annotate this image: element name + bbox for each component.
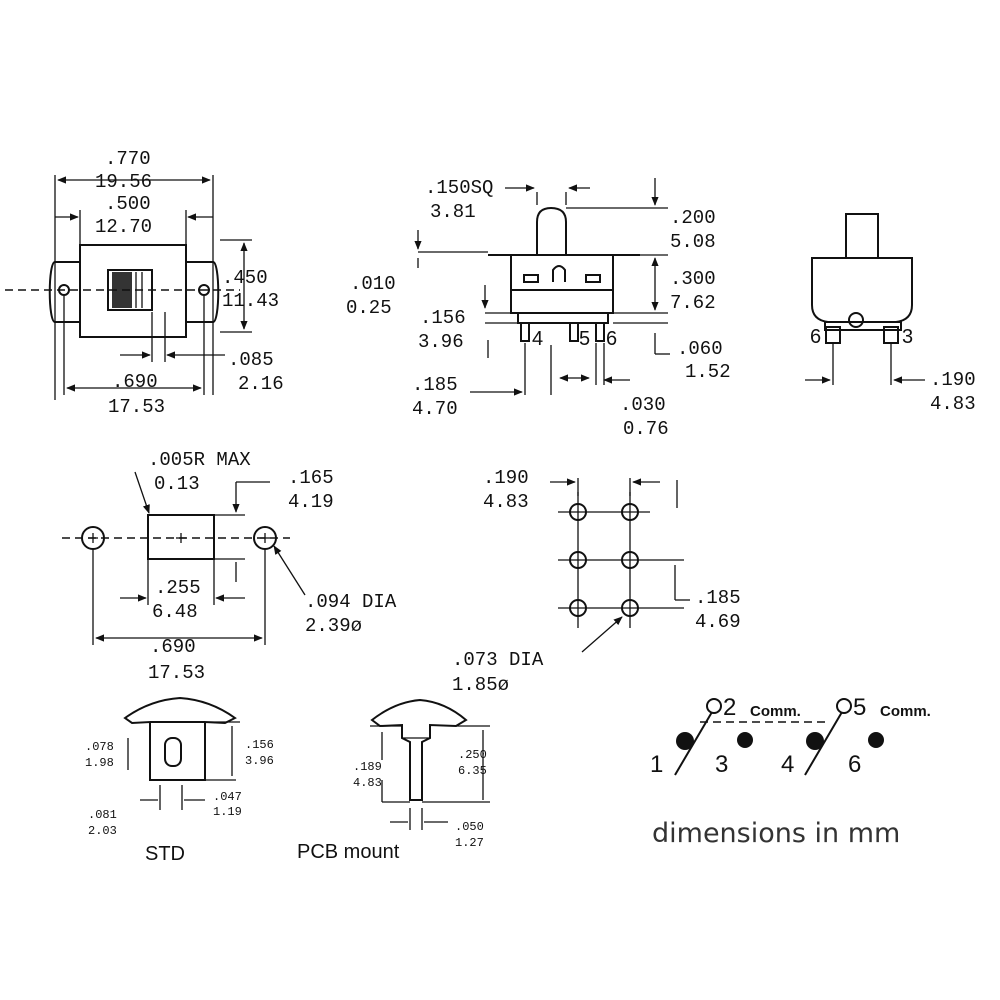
top-mount-mm: 17.53 bbox=[108, 396, 165, 418]
side-body-height-mm: 7.62 bbox=[670, 292, 716, 314]
top-mount-in: .690 bbox=[112, 371, 158, 393]
std-h-in: .156 bbox=[245, 738, 274, 752]
side-flange-in: .010 bbox=[350, 273, 396, 295]
side-tab-in: .156 bbox=[420, 307, 466, 329]
side-actuator-mm: 3.81 bbox=[430, 201, 476, 223]
side-view bbox=[414, 178, 670, 396]
top-offset-in: .085 bbox=[228, 349, 274, 371]
schematic-terminal-3: 3 bbox=[715, 751, 728, 778]
std-base-in: .081 bbox=[88, 808, 117, 822]
side-pin-5: 5 bbox=[579, 328, 590, 350]
top-body-mm: 12.70 bbox=[95, 216, 152, 238]
side-tab-mm: 3.96 bbox=[418, 331, 464, 353]
top-view bbox=[5, 175, 252, 400]
schematic-comm-label-a: Comm. bbox=[750, 703, 801, 720]
end-spacing-in: .190 bbox=[930, 369, 976, 391]
pcbact-total-mm: 6.35 bbox=[458, 764, 487, 778]
pcb-hole-mm: 1.85ø bbox=[452, 674, 509, 696]
cutout-hole-in: .094 DIA bbox=[305, 591, 397, 613]
std-h-mm: 3.96 bbox=[245, 754, 274, 768]
pcb-col-in: .190 bbox=[483, 467, 529, 489]
side-actuator-in: .150SQ bbox=[425, 177, 493, 199]
std-slot-in: .047 bbox=[213, 790, 242, 804]
std-w-in: .078 bbox=[85, 740, 114, 754]
switch-schematic bbox=[674, 698, 884, 776]
side-pin-width-in: .030 bbox=[620, 394, 666, 416]
end-pin-3: 3 bbox=[902, 326, 913, 348]
cutout-height-mm: 4.19 bbox=[288, 491, 334, 513]
pcbact-stem-mm: 1.27 bbox=[455, 836, 484, 850]
pcbact-h-mm: 4.83 bbox=[353, 776, 382, 790]
top-height-in: .450 bbox=[222, 267, 268, 289]
schematic-common-2: 2 bbox=[723, 694, 736, 721]
cutout-width-in: .255 bbox=[155, 577, 201, 599]
schematic-common-5: 5 bbox=[853, 694, 866, 721]
std-label: STD bbox=[145, 843, 185, 865]
top-height-mm: 11.43 bbox=[222, 290, 279, 312]
std-actuator bbox=[123, 696, 240, 810]
top-offset-mm: 2.16 bbox=[238, 373, 284, 395]
schematic-terminal-4: 4 bbox=[781, 751, 794, 778]
pcbact-label: PCB mount bbox=[297, 841, 400, 863]
pcb-hole-layout bbox=[550, 478, 690, 653]
panel-cutout bbox=[62, 471, 306, 645]
top-overall-mm: 19.56 bbox=[95, 171, 152, 193]
side-pin-len-in: .185 bbox=[412, 374, 458, 396]
side-pin-6: 6 bbox=[606, 328, 617, 350]
side-act-height-mm: 5.08 bbox=[670, 231, 716, 253]
end-pin-6: 6 bbox=[810, 326, 821, 348]
end-spacing-mm: 4.83 bbox=[930, 393, 976, 415]
cutout-hole-mm: 2.39ø bbox=[305, 615, 362, 637]
side-pin-4: 4 bbox=[532, 328, 543, 350]
cutout-radius-mm: 0.13 bbox=[154, 473, 200, 495]
pcb-row-mm: 4.69 bbox=[695, 611, 741, 633]
top-overall-in: .770 bbox=[105, 148, 151, 170]
pcbact-total-in: .250 bbox=[458, 748, 487, 762]
std-base-mm: 2.03 bbox=[88, 824, 117, 838]
pcb-mount-actuator bbox=[370, 698, 490, 830]
side-pin-width-mm: 0.76 bbox=[623, 418, 669, 440]
cutout-span-mm: 17.53 bbox=[148, 662, 205, 684]
side-body-height-in: .300 bbox=[670, 268, 716, 290]
pcb-col-mm: 4.83 bbox=[483, 491, 529, 513]
schematic-terminal-6: 6 bbox=[848, 751, 861, 778]
top-body-in: .500 bbox=[105, 193, 151, 215]
side-standoff-in: .060 bbox=[677, 338, 723, 360]
pcbact-h-in: .189 bbox=[353, 760, 382, 774]
cutout-radius-in: .005R MAX bbox=[148, 449, 251, 471]
end-view bbox=[805, 213, 925, 385]
std-slot-mm: 1.19 bbox=[213, 805, 242, 819]
pcb-row-in: .185 bbox=[695, 587, 741, 609]
cutout-span-in: .690 bbox=[150, 636, 196, 658]
std-w-mm: 1.98 bbox=[85, 756, 114, 770]
side-pin-len-mm: 4.70 bbox=[412, 398, 458, 420]
pcb-hole-in: .073 DIA bbox=[452, 649, 544, 671]
units-note: dimensions in mm bbox=[652, 818, 900, 849]
cutout-height-in: .165 bbox=[288, 467, 334, 489]
schematic-comm-label-b: Comm. bbox=[880, 703, 931, 720]
side-flange-mm: 0.25 bbox=[346, 297, 392, 319]
schematic-terminal-1: 1 bbox=[650, 751, 663, 778]
side-act-height-in: .200 bbox=[670, 207, 716, 229]
side-standoff-mm: 1.52 bbox=[685, 361, 731, 383]
cutout-width-mm: 6.48 bbox=[152, 601, 198, 623]
pcbact-stem-in: .050 bbox=[455, 820, 484, 834]
